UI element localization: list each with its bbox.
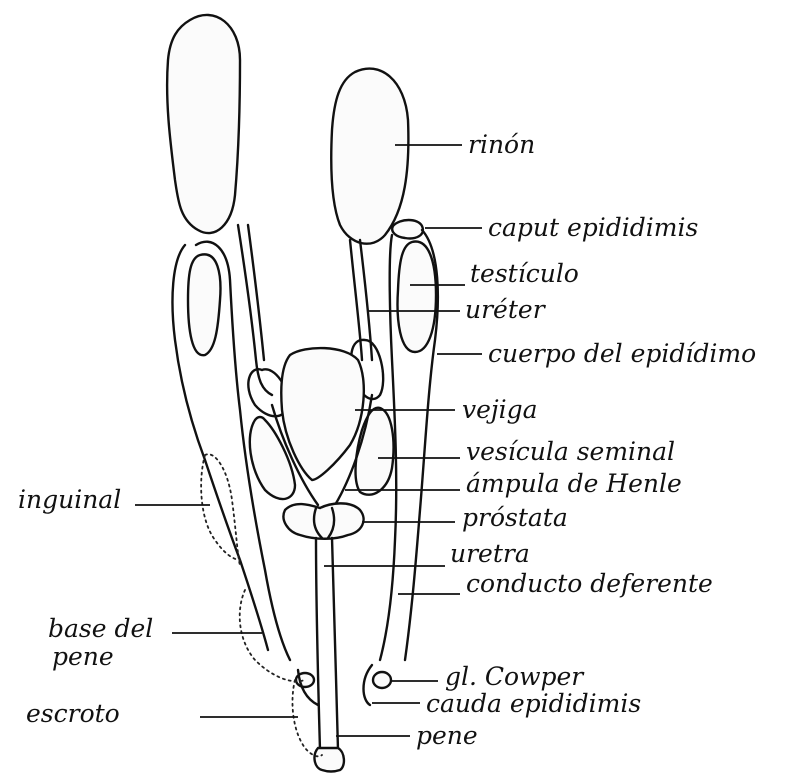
prostate: [283, 503, 363, 538]
right-kidney: [331, 69, 408, 244]
left-kidney: [167, 15, 240, 233]
glans: [315, 748, 344, 772]
right-cowper-gland: [373, 672, 391, 688]
label-prostata: próstata: [462, 503, 568, 532]
label-pene: pene: [416, 721, 478, 750]
label-base-del-pene-1: base del: [48, 614, 153, 643]
label-cauda-epididimis: cauda epididimis: [426, 689, 641, 718]
right-caput: [392, 220, 423, 238]
label-gl-cowper: gl. Cowper: [445, 662, 585, 691]
label-conducto-deferente: conducto deferente: [466, 569, 713, 598]
label-rinon: rinón: [468, 130, 535, 159]
label-uretra: uretra: [450, 539, 530, 568]
cauda-right: [364, 665, 373, 705]
label-caput-epididimis: caput epididimis: [488, 213, 698, 242]
left-testis: [188, 254, 220, 355]
label-inguinal: inguinal: [18, 485, 121, 514]
label-cuerpo-epididimo: cuerpo del epidídimo: [488, 339, 756, 368]
left-ureter-inner: [248, 225, 264, 360]
label-ureter: uréter: [465, 295, 547, 324]
label-ampula-henle: ámpula de Henle: [466, 469, 682, 498]
label-vejiga: vejiga: [462, 395, 538, 424]
label-escroto: escroto: [26, 699, 120, 728]
right-testis: [398, 242, 436, 352]
label-base-del-pene-2: pene: [52, 642, 114, 671]
label-testiculo: testículo: [470, 259, 579, 288]
penis-left-edge: [316, 538, 320, 750]
penis-right-edge: [332, 538, 338, 750]
inguinal-outline: [201, 454, 240, 565]
label-vesicula-seminal: vesícula seminal: [466, 437, 675, 466]
